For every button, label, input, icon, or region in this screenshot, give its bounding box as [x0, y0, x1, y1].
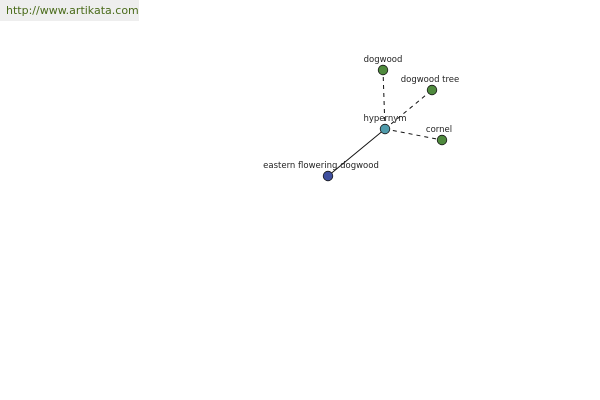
- label-dogwood-tree: dogwood tree: [401, 75, 460, 85]
- edge-hypernym-dogwood: [382, 69, 386, 130]
- node-cornel[interactable]: [436, 134, 448, 146]
- edge-hypernym-cornel: [384, 128, 443, 141]
- label-cornel: cornel: [426, 125, 452, 135]
- node-dogwood-tree[interactable]: [426, 84, 438, 96]
- label-eastern-flowering-dogwood: eastern flowering dogwood: [263, 161, 379, 171]
- label-dogwood: dogwood: [364, 55, 403, 65]
- site-url-watermark[interactable]: http://www.artikata.com: [0, 0, 139, 21]
- edge-eastern-to-hypernym: [327, 128, 386, 177]
- node-eastern-flowering-dogwood[interactable]: [322, 170, 334, 182]
- node-dogwood[interactable]: [377, 64, 389, 76]
- label-hypernym: hypernym: [363, 114, 406, 124]
- node-hypernym[interactable]: [379, 123, 391, 135]
- edge-hypernym-dogwood-tree: [384, 89, 433, 130]
